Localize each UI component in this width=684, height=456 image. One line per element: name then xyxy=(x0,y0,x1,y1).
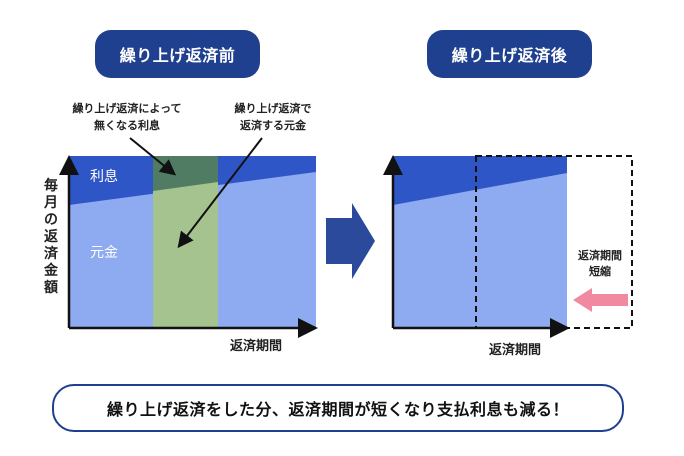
shortening-arrow xyxy=(573,288,628,312)
period-shortened-label: 返済期間 短縮 xyxy=(568,248,632,280)
period-shortened-line2: 短縮 xyxy=(589,265,611,278)
chart-after xyxy=(383,155,633,338)
x-axis-label-after: 返済期間 xyxy=(489,343,542,358)
interest-area-after xyxy=(393,156,567,205)
principal-label: 元金 xyxy=(90,245,118,261)
title-before-prepayment: 繰り上げ返済前 xyxy=(95,30,260,78)
annotation-reduced-interest-line2: 無くなる利息 xyxy=(94,119,160,132)
x-axis-label-before: 返済期間 xyxy=(230,339,283,354)
annotation-prepaid-principal-line2: 返済する元金 xyxy=(240,119,306,132)
annotation-prepaid-principal: 繰り上げ返済で 返済する元金 xyxy=(198,100,348,134)
y-axis-label: 毎月の返済金額 xyxy=(44,178,58,296)
interest-label: 利息 xyxy=(90,169,118,185)
title-after-prepayment: 繰り上げ返済後 xyxy=(427,30,592,78)
transition-arrow xyxy=(326,203,375,279)
annotation-prepaid-principal-line1: 繰り上げ返済で xyxy=(234,102,312,115)
summary-text: 繰り上げ返済をした分、返済期間が短くなり支払利息も減る！ xyxy=(106,400,569,419)
annotation-reduced-interest: 繰り上げ返済によって 無くなる利息 xyxy=(42,100,212,134)
period-shortened-line1: 返済期間 xyxy=(578,249,622,262)
summary-box: 繰り上げ返済をした分、返済期間が短くなり支払利息も減る！ xyxy=(52,384,624,432)
pointer-reduced-interest xyxy=(129,137,177,176)
chart-before xyxy=(59,137,318,338)
pointer-prepaid-principal xyxy=(177,137,263,249)
annotation-reduced-interest-line1: 繰り上げ返済によって xyxy=(72,102,182,115)
